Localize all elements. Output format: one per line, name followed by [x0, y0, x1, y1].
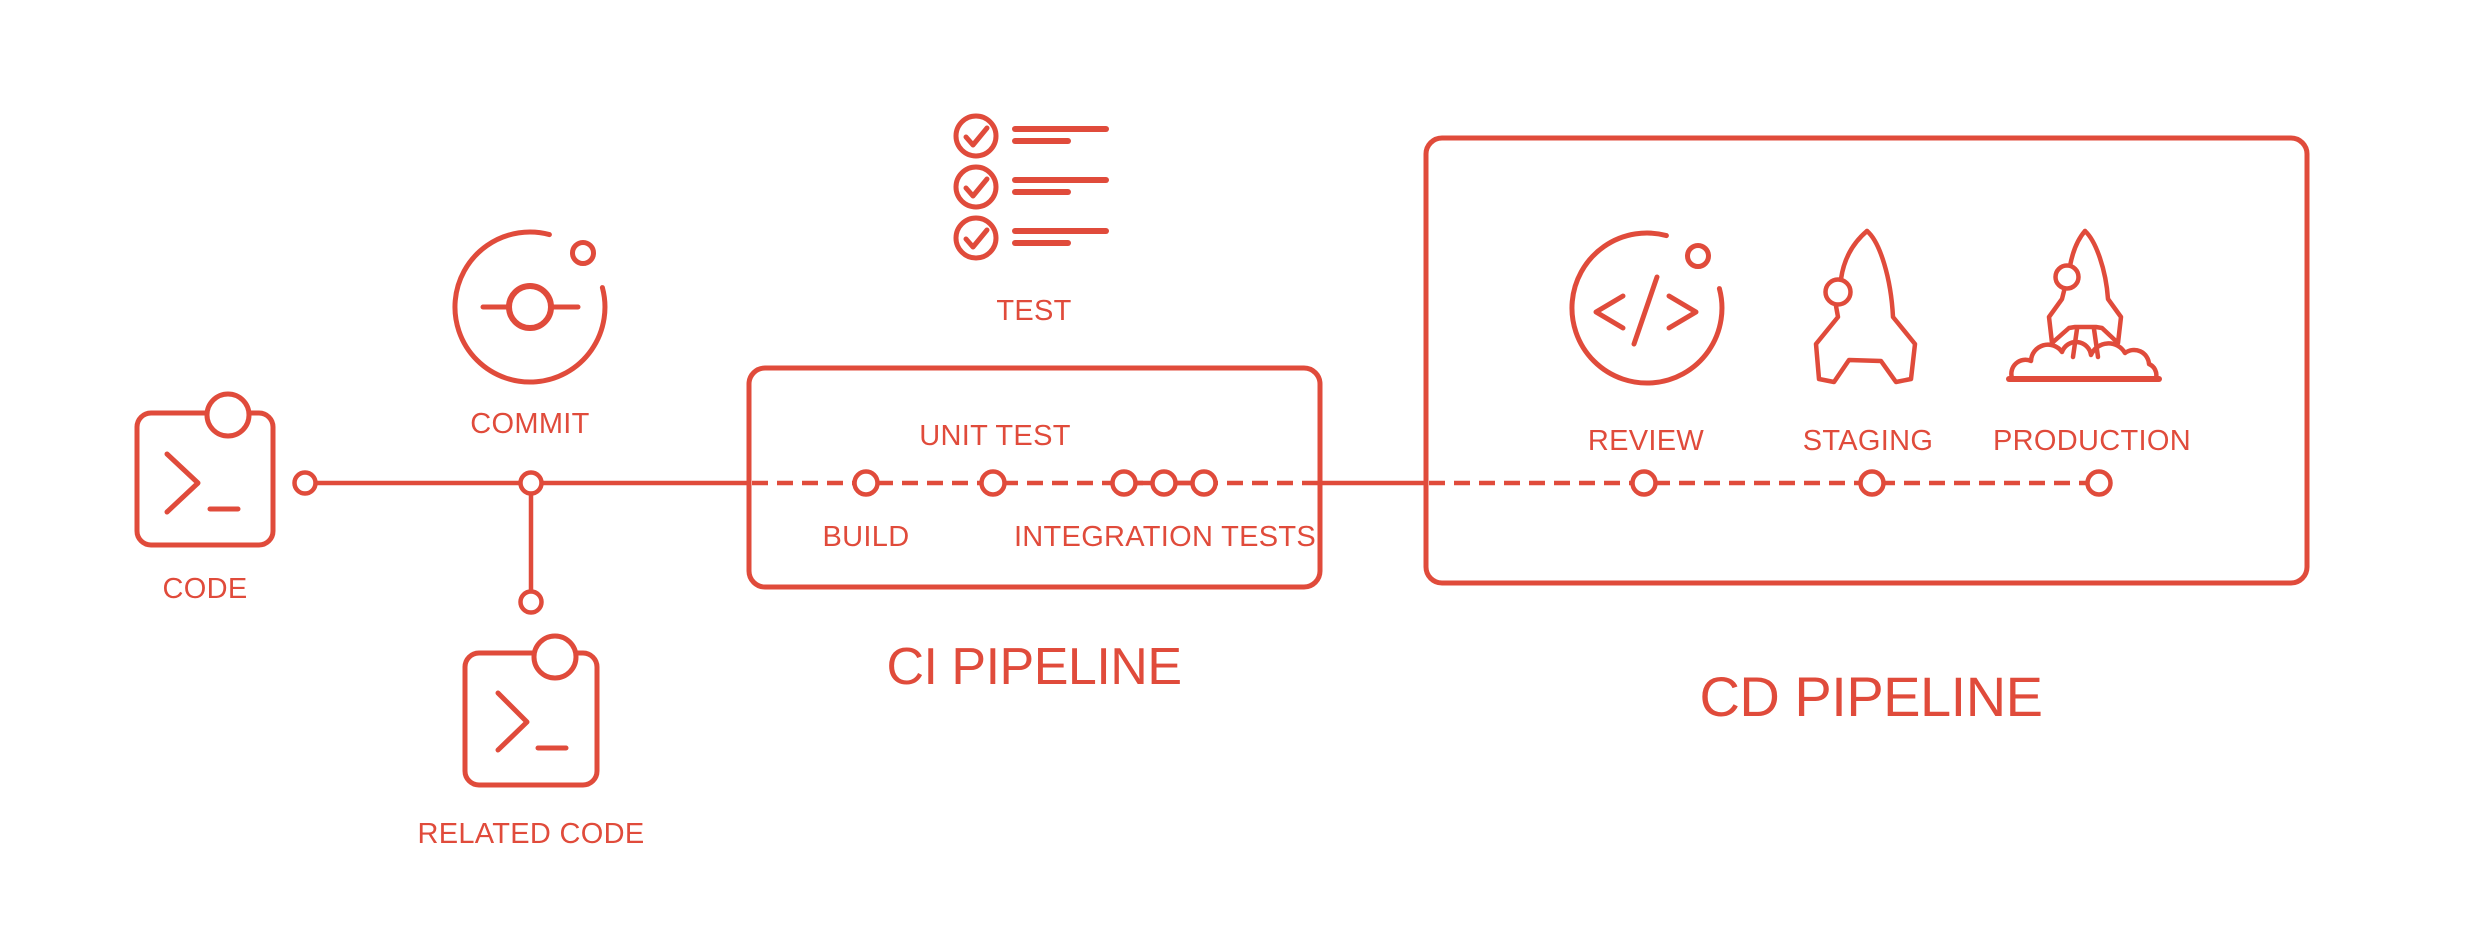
terminal-badge-circle [531, 633, 579, 681]
build-node [852, 469, 880, 497]
review-satellite-circle [1685, 243, 1711, 269]
checkmark-icon [963, 125, 990, 148]
code-label: CODE [163, 573, 248, 605]
terminal-related-code-icon [462, 633, 600, 788]
terminal-window-shape [134, 410, 276, 548]
checklist-icon [953, 113, 1109, 261]
code-slash [1631, 274, 1660, 347]
commit-stage: COMMIT [452, 229, 608, 496]
production-label: PRODUCTION [1993, 425, 2191, 457]
integration-tests-label: INTEGRATION TESTS [1014, 521, 1316, 553]
commit-label: COMMIT [470, 408, 589, 440]
production-node [2085, 469, 2113, 497]
related-code-node [518, 589, 544, 615]
ci-pipeline-title: CI PIPELINE [886, 638, 1181, 696]
review-orbit-arc [1569, 230, 1725, 386]
rocket-staging-icon [1813, 228, 1918, 385]
terminal-window-shape [462, 650, 600, 788]
angle-bracket-right [1666, 293, 1699, 331]
rocket-body [2046, 228, 2124, 346]
commit-orbit-arc [452, 229, 608, 385]
rocket-window [1823, 277, 1853, 307]
build-label: BUILD [823, 521, 910, 553]
ci-pipeline-box [746, 365, 1323, 590]
check-circle-icon [953, 164, 999, 210]
angle-bracket-left [1593, 293, 1626, 331]
smoke-clouds [2009, 339, 2159, 381]
commit-center-circle [506, 283, 554, 331]
review-label: REVIEW [1588, 425, 1705, 457]
code-stage: CODE [134, 391, 318, 605]
git-commit-icon [452, 229, 608, 385]
related-code-stage: RELATED CODE [417, 589, 644, 850]
staging-label: STAGING [1803, 425, 1933, 457]
rocket-nose-left [2067, 228, 2088, 269]
rocket-nose-left [1838, 228, 1870, 282]
unit-test-node [979, 469, 1007, 497]
checklist-row-1 [953, 113, 1109, 159]
cd-pipeline-box [1423, 135, 2310, 586]
rocket-window [2053, 263, 2081, 291]
terminal-badge-circle [204, 391, 252, 439]
rocket-launch-icon [2006, 228, 2162, 382]
checklist-row-2 [953, 164, 1109, 210]
ci-pipeline: UNIT TEST BUILD INTEGRATION TESTS CI PIP… [746, 365, 1323, 696]
prompt-chevron [164, 451, 201, 515]
test-stage: TEST [953, 113, 1109, 327]
commit-satellite-circle [570, 240, 596, 266]
prompt-chevron [495, 690, 530, 753]
integration-test-node-2 [1150, 469, 1178, 497]
terminal-code-icon [134, 391, 276, 548]
staging-node [1858, 469, 1886, 497]
commit-junction-node [518, 470, 544, 496]
check-circle-icon [953, 113, 999, 159]
code-review-icon [1569, 230, 1725, 386]
checkmark-icon [963, 227, 990, 250]
rocket-body [1813, 228, 1918, 385]
related-code-label: RELATED CODE [417, 818, 644, 850]
cd-pipeline: REVIEW STAGING PRODUCTION CD PIPELINE [1423, 135, 2310, 728]
review-node [1630, 469, 1658, 497]
check-circle-icon [953, 215, 999, 261]
unit-test-label: UNIT TEST [919, 420, 1070, 452]
integration-test-node-1 [1110, 469, 1138, 497]
start-node [292, 470, 318, 496]
cd-pipeline-title: CD PIPELINE [1699, 665, 2042, 728]
checklist-row-3 [953, 215, 1109, 261]
checkmark-icon [963, 176, 990, 199]
test-label: TEST [996, 295, 1071, 327]
exhaust-line-right [2091, 326, 2101, 360]
integration-test-node-3 [1190, 469, 1218, 497]
